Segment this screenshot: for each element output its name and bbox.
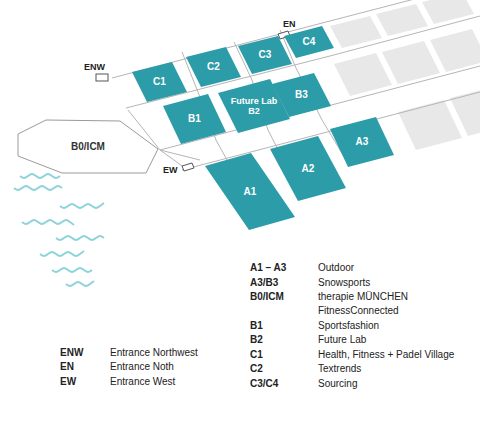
hall: C4: [284, 26, 334, 58]
description-cell: Textrends: [318, 363, 361, 375]
entrance-label: EW: [163, 165, 178, 176]
hall: C3: [238, 36, 292, 74]
hall-label: A3: [356, 136, 369, 148]
hall-label: A2: [302, 163, 315, 175]
description-cell: Snowsports: [318, 277, 370, 289]
hall-text-holder: A2: [270, 136, 346, 201]
hall-fill: [163, 94, 226, 144]
hall-text-holder: C1: [132, 62, 187, 102]
key-cell: ENW: [60, 347, 83, 359]
grey-hall: [334, 53, 392, 96]
wave: [56, 236, 104, 240]
key-cell: C2: [250, 363, 263, 375]
hall-text-holder: Future LabB2: [218, 79, 290, 133]
key-cell: A1 – A3: [250, 262, 286, 274]
hall-fill: [270, 136, 346, 201]
hall-text-holder: A3: [330, 117, 394, 167]
key-cell: B1: [250, 320, 263, 332]
hall-outline: B0/ICM: [18, 120, 158, 173]
wave: [60, 203, 104, 208]
hall-text-holder: B1: [163, 94, 226, 144]
hall: B1: [163, 94, 226, 144]
entrance-marker: [96, 74, 108, 81]
entrance-label: ENW: [84, 62, 105, 73]
hall-fill: [186, 47, 241, 87]
wave: [52, 268, 92, 272]
wave: [14, 186, 62, 190]
hall-label: C3: [259, 49, 272, 61]
key-cell: A3/B3: [250, 277, 278, 289]
hall-fill: [18, 120, 158, 173]
hall: A3: [330, 117, 394, 167]
hall-label: B1: [188, 113, 201, 125]
key-cell: EN: [60, 361, 74, 373]
hall-label: B2: [248, 106, 260, 116]
hall-label: B3: [295, 89, 308, 101]
hall-label: A1: [244, 186, 257, 198]
hall-fill: [330, 117, 394, 167]
description-cell: Entrance Northwest: [110, 347, 198, 359]
hall-fill: [218, 79, 290, 133]
hall-label: Future Lab: [231, 96, 278, 106]
wave: [40, 251, 84, 256]
description-cell: Health, Fitness + Padel Village: [318, 349, 454, 361]
key-cell: B2: [250, 334, 263, 346]
hall-fill: [284, 26, 334, 58]
hall-fill: [132, 62, 187, 102]
description-cell: Entrance West: [110, 376, 175, 388]
hall-fill: [238, 36, 292, 74]
hall-fill: [205, 153, 295, 230]
hall-label: C4: [303, 36, 316, 48]
key-cell: EW: [60, 376, 76, 388]
description-cell: FitnessConnected: [318, 305, 399, 317]
key-cell: B0/ICM: [250, 291, 284, 303]
key-cell: C1: [250, 349, 263, 361]
wave: [20, 174, 60, 178]
description-cell: Outdoor: [318, 262, 354, 274]
hall-text-holder: C3: [238, 36, 292, 74]
wave: [22, 220, 74, 225]
key-cell: C3/C4: [250, 378, 278, 390]
hall: B3: [272, 73, 331, 117]
description-cell: therapie MÜNCHEN: [318, 291, 408, 303]
hall: C1: [132, 62, 187, 102]
description-cell: Future Lab: [318, 334, 366, 346]
entrance-marker: [182, 163, 194, 171]
hall-text-holder: B3: [272, 73, 331, 117]
hall-text-holder: C4: [284, 26, 334, 58]
description-cell: Sourcing: [318, 378, 357, 390]
hall: Future LabB2: [218, 79, 290, 133]
wave: [66, 281, 94, 286]
hall-text-holder: A1: [205, 153, 295, 230]
hall-text-holder: C2: [186, 47, 241, 87]
hall: C2: [186, 47, 241, 87]
water-waves: [14, 174, 104, 286]
entrance-label: EN: [283, 19, 296, 30]
description-cell: Sportsfashion: [318, 320, 379, 332]
hall-label: C1: [153, 76, 166, 88]
hall: A1: [205, 153, 295, 230]
hall-label: B0/ICM: [71, 141, 105, 153]
hall-text-holder: B0/ICM: [18, 120, 158, 173]
hall-label: C2: [207, 61, 220, 73]
hall: A2: [270, 136, 346, 201]
description-cell: Entrance Noth: [110, 361, 174, 373]
